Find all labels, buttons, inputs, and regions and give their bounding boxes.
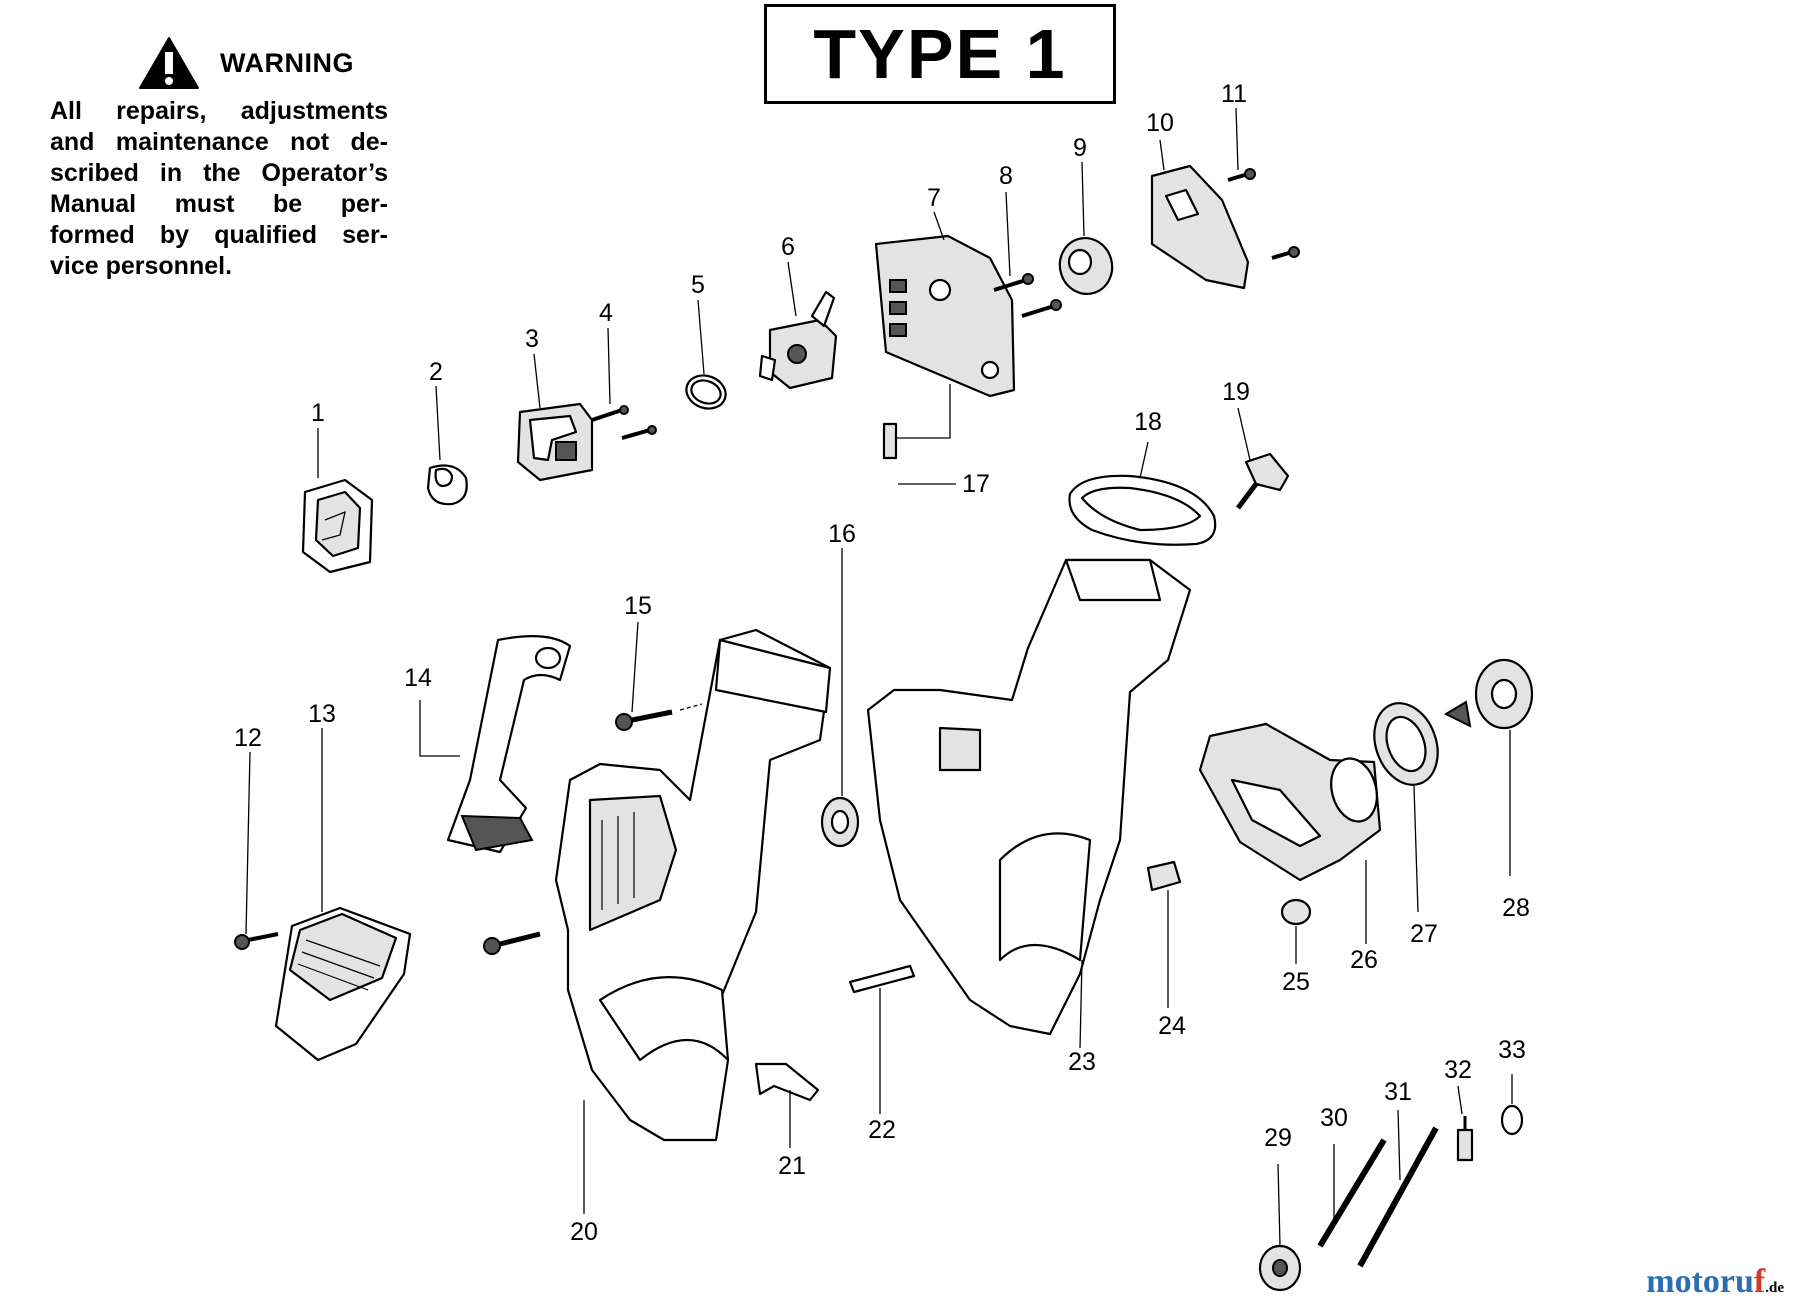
part-16-gear — [820, 796, 860, 848]
warning-text: All repairs, adjustments and maintenance… — [50, 96, 388, 282]
part-27-gasket — [1373, 702, 1439, 786]
callout-33: 33 — [1498, 1036, 1526, 1064]
part-19-knob-screw — [1236, 452, 1290, 510]
part-24-nut — [1146, 860, 1182, 892]
callout-7: 7 — [927, 184, 941, 212]
part-13-grille-cover — [274, 906, 412, 1062]
callout-2: 2 — [429, 358, 443, 386]
watermark-letter: r — [1719, 1263, 1735, 1300]
callout-19: 19 — [1222, 378, 1250, 406]
callout-17: 17 — [962, 470, 990, 498]
part-28-screen-cap — [1443, 658, 1534, 730]
watermark-logo: motoruf.de — [1646, 1263, 1784, 1301]
watermark-letter: o — [1702, 1263, 1720, 1300]
warning-title: WARNING — [220, 47, 354, 78]
part-9-spacer — [1058, 237, 1114, 295]
part-12-screw — [234, 932, 279, 950]
callout-4: 4 — [599, 299, 613, 327]
callout-3: 3 — [525, 325, 539, 353]
callout-28: 28 — [1502, 894, 1530, 922]
callout-15: 15 — [624, 592, 652, 620]
callout-9: 9 — [1073, 134, 1087, 162]
watermark-suffix: .de — [1765, 1280, 1784, 1296]
warning-line: and maintenance not de- — [50, 128, 388, 156]
callout-29: 29 — [1264, 1124, 1292, 1152]
part-4-screws — [591, 405, 657, 440]
part-10-cover — [1150, 164, 1250, 290]
warning-block: WARNING All repairs, adjustments and mai… — [50, 30, 388, 282]
warning-line: formed by qualified ser- — [50, 221, 388, 249]
callout-8: 8 — [999, 162, 1013, 190]
callout-25: 25 — [1282, 968, 1310, 996]
callout-20: 20 — [570, 1218, 598, 1246]
callout-11: 11 — [1221, 80, 1247, 108]
part-21-clip — [754, 1062, 820, 1102]
callout-22: 22 — [868, 1116, 896, 1144]
callout-18: 18 — [1134, 408, 1162, 436]
part-15-screw — [615, 703, 703, 731]
callout-26: 26 — [1350, 946, 1378, 974]
warning-line: All repairs, adjustments — [50, 97, 388, 125]
part-20-screw — [483, 931, 541, 955]
callout-14: 14 — [404, 664, 432, 692]
part-14-handle — [446, 635, 572, 854]
part-23-housing-right — [866, 558, 1192, 1036]
part-2-gasket — [426, 464, 468, 506]
part-32-fuel-filter — [1456, 1116, 1474, 1162]
callout-31: 31 — [1384, 1078, 1412, 1106]
watermark-letter: t — [1691, 1263, 1703, 1300]
part-31-hose — [1357, 1126, 1439, 1268]
part-6-carburetor — [758, 290, 838, 390]
warning-heading: WARNING — [50, 30, 388, 96]
part-26-exhaust-housing — [1198, 722, 1382, 882]
part-17-block — [882, 384, 951, 460]
part-8-bolts — [993, 273, 1062, 318]
part-20-housing-left — [554, 628, 832, 1142]
watermark-letter: u — [1735, 1263, 1754, 1300]
leader-lines — [245, 107, 1513, 1247]
callout-labels: 1 2 3 4 5 6 7 8 9 10 11 12 13 14 15 16 1… — [234, 80, 1530, 1246]
callout-5: 5 — [691, 271, 705, 299]
callout-27: 27 — [1410, 920, 1438, 948]
part-30-hose — [1317, 1138, 1387, 1248]
watermark-text: motoruf — [1646, 1263, 1765, 1300]
part-18-band-clamp — [1068, 474, 1217, 546]
part-11-screws — [1227, 168, 1300, 260]
callout-16: 16 — [828, 520, 856, 548]
warning-line: vice personnel. — [50, 252, 233, 280]
callout-23: 23 — [1068, 1048, 1096, 1076]
watermark-letter: m — [1646, 1263, 1675, 1300]
part-25-plug — [1280, 898, 1312, 926]
warning-line: scribed in the Operator’s — [50, 159, 388, 187]
part-3-carb-mount — [516, 402, 594, 482]
callout-24: 24 — [1158, 1012, 1186, 1040]
callout-32: 32 — [1444, 1056, 1472, 1084]
callout-1: 1 — [311, 399, 325, 427]
part-22-pin — [848, 964, 916, 994]
part-29-washer — [1258, 1244, 1302, 1292]
type-label: TYPE 1 — [813, 15, 1067, 93]
callout-12: 12 — [234, 724, 262, 752]
warning-triangle-icon — [139, 37, 199, 89]
part-7-housing-plate — [874, 234, 1016, 398]
part-33-grommet — [1500, 1104, 1524, 1136]
callout-13: 13 — [308, 700, 336, 728]
callout-30: 30 — [1320, 1104, 1348, 1132]
watermark-letter: o — [1674, 1263, 1692, 1300]
callout-10: 10 — [1146, 109, 1174, 137]
warning-line: Manual must be per- — [50, 190, 388, 218]
part-5-o-ring — [685, 374, 727, 410]
callout-6: 6 — [781, 233, 795, 261]
callout-21: 21 — [778, 1152, 806, 1180]
watermark-letter: f — [1753, 1263, 1766, 1300]
type-label-box: TYPE 1 — [764, 4, 1116, 104]
part-1-air-filter — [301, 478, 374, 574]
